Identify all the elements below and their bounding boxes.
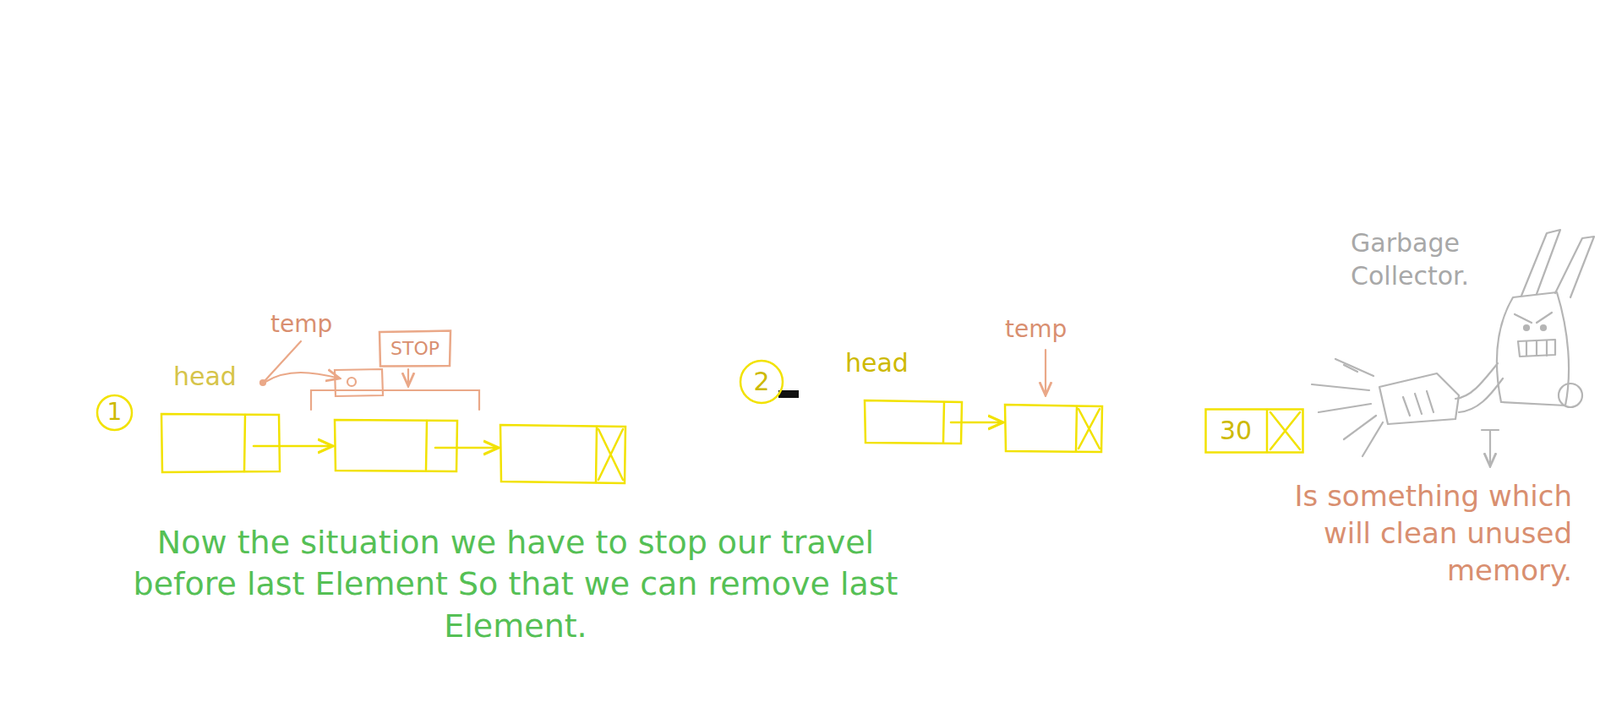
pointer-label: temp [1004,314,1067,345]
explanation-note: Now the situation we have to stop our tr… [126,522,905,648]
pointer-label: head [173,360,237,394]
node-outline [1204,408,1305,454]
pointer-label: temp [270,309,333,340]
linked-list-one [161,414,626,484]
node-text: STOP [390,338,440,360]
linked-list-two [778,349,1103,453]
note: Is something which will clean unused mem… [1249,477,1573,590]
node-text: 1 [107,398,123,426]
figure-title: Garbage Collector. [1350,226,1520,293]
removed-node: 30 [1204,408,1305,454]
temp-pointer-one [260,341,480,410]
step-number: 1 [95,393,134,432]
node-text: 2 [753,367,770,398]
pointer-label: head [845,346,909,380]
node-text: 30 [1219,416,1252,447]
step-number: 2 [738,359,785,405]
stop-box: STOP [377,329,453,368]
